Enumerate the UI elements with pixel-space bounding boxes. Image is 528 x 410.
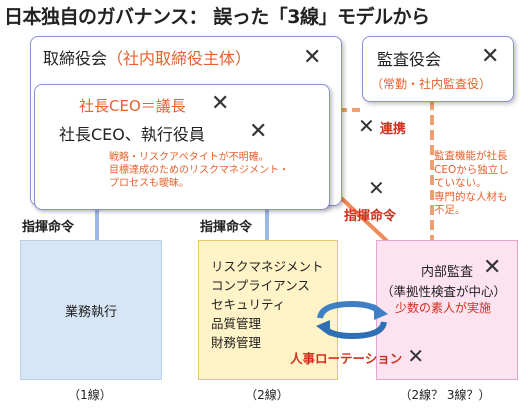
- auditor-note-line: 専門的な人材も: [434, 190, 508, 203]
- hr-rotation-group: 人事ローテーション ✕: [290, 346, 424, 367]
- business-execution-box: 業務執行: [20, 240, 162, 380]
- auditors-label: 監査役会: [377, 50, 442, 69]
- command-label-audit: 指揮命令: [344, 209, 397, 224]
- page-title: 日本独自のガバナンス： 誤った「3線」モデルから: [4, 6, 430, 28]
- ceo-note-line: 戦略・リスクアペタイトが不明確。: [109, 152, 269, 163]
- cross-icon: ✕: [358, 114, 375, 138]
- auditors-box: 監査役会 ✕ （常勤・社内監査役）: [362, 36, 514, 102]
- ceo-note-line: プロセスも曖昧。: [109, 178, 189, 189]
- cross-icon: ✕: [481, 44, 500, 69]
- internal-audit-note: 少数の素人が実施: [395, 301, 492, 315]
- function-item: 財務管理: [211, 335, 262, 350]
- cross-icon: ✕: [407, 344, 425, 368]
- internal-audit-label: 内部監査: [421, 265, 474, 280]
- command-label-1: 指揮命令: [22, 220, 75, 235]
- auditor-note-line: 不足。: [434, 204, 466, 216]
- ceo-note-line: 目標達成のためのリスクマネジメント・: [109, 165, 289, 176]
- function-item: セキュリティ: [211, 297, 286, 312]
- ceo-box: 社長CEO＝議長 ✕ 社長CEO、執行役員 ✕ 戦略・リスクアペタイトが不明確。…: [34, 84, 330, 210]
- auditor-note-line: ていない。: [434, 177, 487, 189]
- cross-icon: ✕: [303, 45, 322, 70]
- ceo-exec-label: 社長CEO、執行役員: [59, 125, 205, 144]
- functions-box: リスクマネジメント コンプライアンス セキュリティ 品質管理 財務管理: [198, 240, 338, 380]
- ceo-note: 戦略・リスクアペタイトが不明確。 目標達成のためのリスクマネジメント・ プロセス…: [109, 151, 289, 190]
- line-label-3: （2線？ 3線？）: [399, 388, 491, 402]
- collaboration-label: 連携: [379, 122, 406, 137]
- line-label-1: （1線）: [68, 388, 112, 402]
- auditor-note-line: CEOから独立し: [434, 163, 509, 176]
- function-item: 品質管理: [211, 316, 262, 331]
- cross-icon: ✕: [211, 91, 230, 116]
- cross-icon: ✕: [249, 119, 268, 144]
- board-label: 取締役会: [43, 49, 108, 68]
- function-item: コンプライアンス: [211, 278, 310, 293]
- board-sublabel: （社内取締役主体）: [107, 49, 252, 68]
- functions-list: リスクマネジメント コンプライアンス セキュリティ 品質管理 財務管理: [211, 257, 324, 352]
- auditors-sublabel: （常勤・社内監査役）: [371, 77, 492, 91]
- cross-icon: ✕: [368, 176, 385, 200]
- internal-audit-box: 内部監査 ✕ （準拠性検査が中心） 少数の素人が実施: [376, 240, 518, 380]
- board-title: 取締役会（社内取締役主体）: [43, 45, 251, 69]
- business-execution-label: 業務執行: [64, 305, 117, 320]
- internal-audit-sublabel: （準拠性検査が中心）: [381, 284, 507, 299]
- auditor-note: 監査機能が社長 CEOから独立し ていない。 専門的な人材も 不足。: [434, 150, 509, 218]
- auditor-note-line: 監査機能が社長: [434, 150, 508, 162]
- ceo-chair-label: 社長CEO＝議長: [79, 97, 186, 115]
- collaboration-label-group: ✕ 連携: [358, 116, 406, 137]
- cross-icon: ✕: [483, 255, 502, 280]
- function-item: リスクマネジメント: [211, 259, 324, 274]
- rotation-arrows-icon: [316, 300, 388, 340]
- hr-rotation-label: 人事ローテーション: [290, 351, 403, 366]
- line-label-2: （2線）: [245, 388, 289, 402]
- command-label-2: 指揮命令: [200, 220, 253, 235]
